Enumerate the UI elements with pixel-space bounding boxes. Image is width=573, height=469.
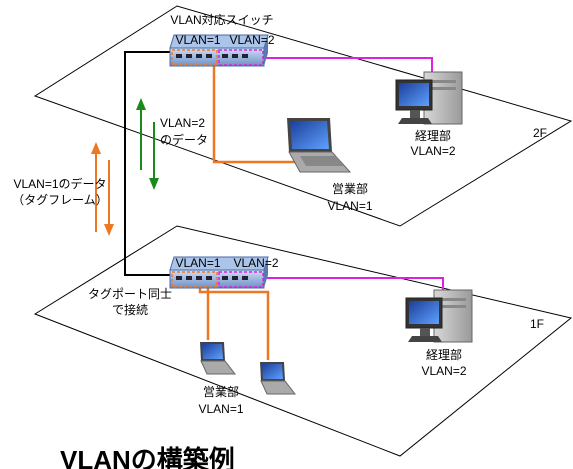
vlan1-data-label-line1: VLAN=1のデータ — [13, 176, 106, 191]
switch-2f-port1-label: VLAN=1 — [175, 33, 220, 47]
switch-1f — [169, 256, 269, 289]
switch-2f — [169, 34, 269, 67]
page-title: VLANの構築例 — [60, 445, 235, 469]
switch-2f-port2-label: VLAN=2 — [229, 33, 274, 47]
vlan2-data-arrows — [136, 98, 159, 190]
floor-1f-plane — [33, 225, 573, 457]
trunk-cable — [124, 51, 172, 276]
floor-1f-label: 1F — [530, 317, 544, 331]
lower-accounting-name: 経理部 — [426, 347, 462, 362]
vlan1-data-arrows — [91, 142, 114, 236]
vlan2-data-label-line1: VLAN=2 — [160, 116, 205, 130]
switch-1f-port2-label: VLAN=2 — [233, 256, 278, 270]
upper-accounting-vlan: VLAN=2 — [410, 144, 455, 158]
laptop-1f-b-icon — [260, 362, 297, 395]
vlan2-data-label-line2: のデータ — [160, 132, 208, 147]
floor-2f-label: 2F — [533, 126, 547, 140]
lower-sales-name: 営業部 — [203, 384, 239, 399]
lower-accounting-vlan: VLAN=2 — [421, 364, 466, 378]
switch-1f-port1-label: VLAN=1 — [175, 256, 220, 270]
upper-accounting-name: 経理部 — [415, 128, 451, 143]
laptop-1f-a-icon — [200, 342, 237, 375]
desktop-pc-2f-icon — [395, 71, 463, 125]
switch-title: VLAN対応スイッチ — [170, 13, 273, 27]
upper-sales-vlan: VLAN=1 — [327, 199, 372, 213]
floor-2f-plane — [33, 5, 573, 227]
trunk-note-line2: で接続 — [112, 302, 148, 317]
lower-sales-vlan: VLAN=1 — [198, 402, 243, 416]
vlan1-data-label-line2: （タグフレーム） — [12, 193, 108, 207]
trunk-note-line1: タグポート同士 — [88, 287, 172, 301]
upper-vlan1-cable — [212, 58, 308, 164]
upper-sales-name: 営業部 — [332, 181, 368, 196]
desktop-pc-1f-icon — [405, 289, 473, 343]
laptop-2f-icon — [287, 118, 352, 173]
